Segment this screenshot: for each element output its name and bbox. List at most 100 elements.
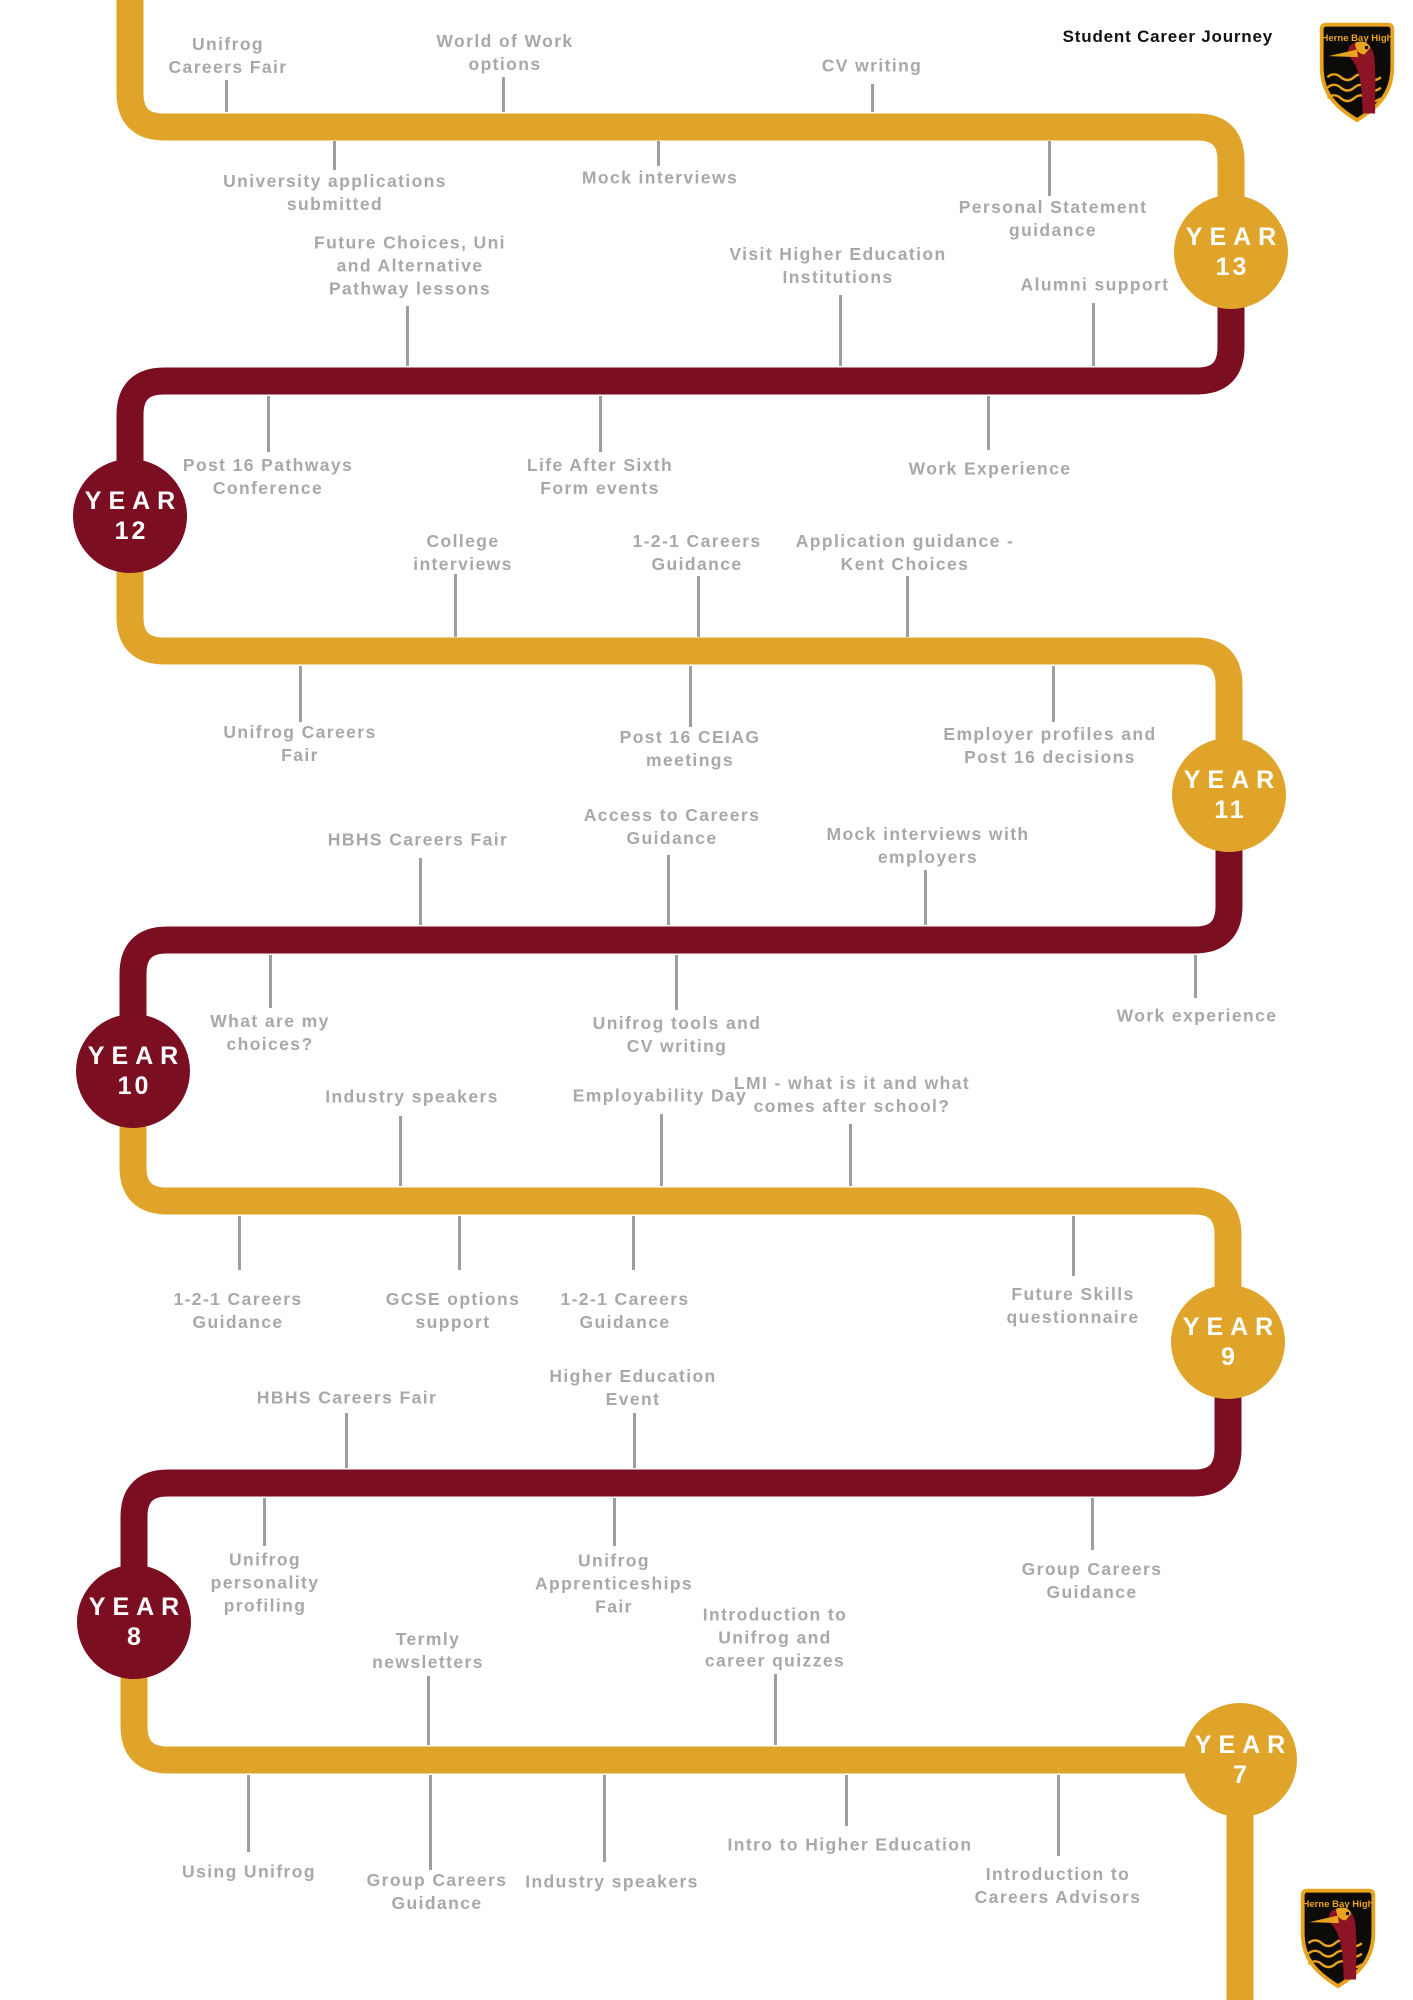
connector-tick xyxy=(612,1498,616,1546)
event-label: Personal Statement guidance xyxy=(958,197,1148,240)
event-label: Unifrog Careers Fair xyxy=(223,722,377,765)
event-label: Higher Education Event xyxy=(549,1366,717,1409)
event-label: Using Unifrog xyxy=(182,1861,316,1882)
connector-tick xyxy=(986,396,990,450)
connector-tick xyxy=(905,576,909,637)
year-badge-number: 9 xyxy=(1221,1343,1238,1371)
path-segment-year7 xyxy=(120,1622,1240,1774)
event-label: Employability Day xyxy=(572,1085,748,1106)
connector-tick xyxy=(848,1124,852,1186)
connector-tick xyxy=(457,1216,461,1270)
year-badge-word: YEAR xyxy=(87,1042,186,1070)
connector-tick xyxy=(453,574,457,637)
event-label: HBHS Careers Fair xyxy=(256,1387,438,1408)
event-label: HBHS Careers Fair xyxy=(327,829,509,850)
year-badge-number: 8 xyxy=(127,1623,144,1651)
event-label: Group Careers Guidance xyxy=(366,1870,508,1913)
connector-tick xyxy=(501,77,505,112)
connector-tick xyxy=(923,870,927,925)
event-label: Introduction to Careers Advisors xyxy=(974,1864,1142,1907)
path-segment-year10 xyxy=(119,795,1243,1071)
event-label: LMI - what is it and what comes after sc… xyxy=(733,1073,971,1116)
connector-tick xyxy=(418,858,422,925)
event-label: Visit Higher Education Institutions xyxy=(729,244,947,287)
year-badge-word: YEAR xyxy=(1185,223,1284,251)
event-label: What are my choices? xyxy=(210,1011,330,1054)
connector-tick xyxy=(298,666,302,722)
year-badge-word: YEAR xyxy=(84,487,183,515)
path-segment-year13 xyxy=(116,0,1245,252)
year-badge-number: 12 xyxy=(114,517,149,545)
connector-tick xyxy=(1090,1498,1094,1550)
year-badge-word: YEAR xyxy=(1182,1313,1281,1341)
connector-tick xyxy=(332,141,336,170)
connector-tick xyxy=(1051,666,1055,722)
event-label: 1-2-1 Careers Guidance xyxy=(560,1289,690,1332)
event-label: Future Choices, Uni and Alternative Path… xyxy=(314,232,506,299)
connector-tick xyxy=(773,1674,777,1745)
connector-tick xyxy=(870,84,874,112)
connector-tick xyxy=(688,666,692,727)
connector-tick xyxy=(696,576,700,637)
year-badge-number: 11 xyxy=(1214,796,1247,824)
connector-tick xyxy=(1091,303,1095,366)
connector-tick xyxy=(224,80,228,112)
event-label: Work Experience xyxy=(908,458,1072,479)
path-segment-year9 xyxy=(119,1071,1242,1342)
connector-tick xyxy=(428,1775,432,1870)
path-segment-year12 xyxy=(116,252,1245,516)
connector-tick xyxy=(246,1775,250,1852)
connector-tick xyxy=(1071,1216,1075,1276)
event-label: Post 16 CEIAG meetings xyxy=(619,727,761,770)
connector-tick xyxy=(344,1413,348,1468)
connector-tick xyxy=(666,855,670,925)
connector-tick xyxy=(602,1775,606,1862)
connector-tick xyxy=(632,1413,636,1468)
event-label: 1-2-1 Careers Guidance xyxy=(173,1289,303,1332)
connector-tick xyxy=(674,955,678,1010)
page-title: Student Career Journey xyxy=(1062,27,1273,46)
event-label: Life After Sixth Form events xyxy=(526,455,674,498)
event-label: Future Skills questionnaire xyxy=(1006,1284,1140,1327)
connector-tick xyxy=(268,955,272,1008)
event-label: Unifrog Apprenticeships Fair xyxy=(534,1550,694,1617)
connector-tick xyxy=(405,306,409,366)
svg-text:Herne Bay High: Herne Bay High xyxy=(1322,33,1393,44)
event-label: 1-2-1 Careers Guidance xyxy=(632,531,762,574)
connector-tick xyxy=(262,1498,266,1546)
event-label: Employer profiles and Post 16 decisions xyxy=(943,724,1157,767)
event-label: Introduction to Unifrog and career quizz… xyxy=(702,1604,848,1671)
event-label: Industry speakers xyxy=(525,1871,699,1892)
connector-tick xyxy=(1056,1775,1060,1856)
event-label: University applications submitted xyxy=(223,171,447,214)
event-label: Unifrog tools and CV writing xyxy=(592,1013,762,1056)
connector-tick xyxy=(398,1116,402,1186)
connector-tick xyxy=(631,1216,635,1270)
connector-tick xyxy=(838,295,842,366)
event-label: Unifrog Careers Fair xyxy=(168,34,288,77)
connector-tick xyxy=(844,1775,848,1826)
connector-tick xyxy=(237,1216,241,1270)
year-badge-word: YEAR xyxy=(88,1593,187,1621)
year-badge-word: YEAR xyxy=(1194,1731,1293,1759)
connector-tick xyxy=(426,1676,430,1745)
event-label: Industry speakers xyxy=(325,1086,499,1107)
connector-tick xyxy=(598,396,602,452)
event-label: Post 16 Pathways Conference xyxy=(182,455,354,498)
event-label: College interviews xyxy=(413,531,513,574)
school-crest-icon: Herne Bay High xyxy=(1319,22,1395,123)
event-label: Group Careers Guidance xyxy=(1021,1559,1163,1602)
event-label: Work experience xyxy=(1116,1005,1278,1026)
event-label: GCSE options support xyxy=(385,1289,521,1332)
year-badge-number: 7 xyxy=(1233,1761,1250,1789)
year-badge-word: YEAR xyxy=(1183,766,1282,794)
event-label: Mock interviews xyxy=(581,167,739,188)
event-label: Access to Careers Guidance xyxy=(583,805,761,848)
